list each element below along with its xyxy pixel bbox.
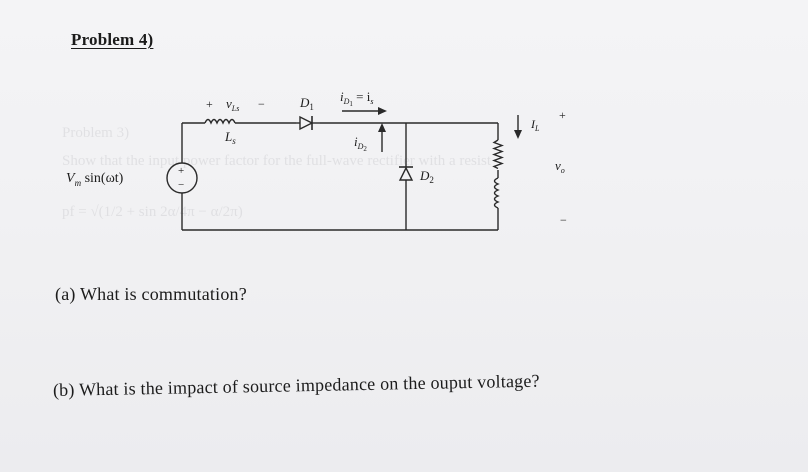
d2-label: D2: [419, 168, 434, 185]
load-inductor: [493, 177, 500, 209]
vls-label: vLs: [226, 96, 239, 113]
vo-plus-sign: +: [559, 108, 566, 122]
vls-plus-sign: +: [206, 97, 213, 111]
source-label: Vm sin(ωt): [66, 171, 124, 188]
il-arrow-icon: [514, 115, 522, 139]
d1-label: D1: [299, 95, 314, 112]
problem-title: Problem 4): [71, 30, 154, 49]
ghost-text-title: Problem 3): [62, 125, 129, 141]
id2-label: iD2: [354, 134, 367, 153]
vo-minus-sign: −: [560, 213, 567, 227]
load-resistor: [492, 139, 504, 170]
id2-arrow-icon: [378, 123, 386, 152]
source-minus-sign: −: [178, 179, 184, 191]
vls-minus-sign: −: [258, 97, 265, 111]
ls-inductor: [204, 118, 236, 125]
id1-arrow-icon: [342, 107, 387, 115]
d1-diode-icon: [296, 115, 320, 131]
question-a: (a) What is commutation?: [55, 284, 247, 304]
source-plus-sign: +: [178, 165, 184, 177]
id1-label: iD1 = is: [340, 89, 373, 108]
vo-label: vo: [555, 158, 565, 175]
ls-label: Ls: [224, 129, 236, 146]
ghost-text-formula: pf = √(1/2 + sin 2α/4π − α/2π): [62, 204, 243, 220]
ghost-text-body: Show that the input power factor for the…: [62, 153, 492, 169]
d2-diode-icon: [398, 163, 414, 181]
il-label: IL: [530, 117, 540, 133]
